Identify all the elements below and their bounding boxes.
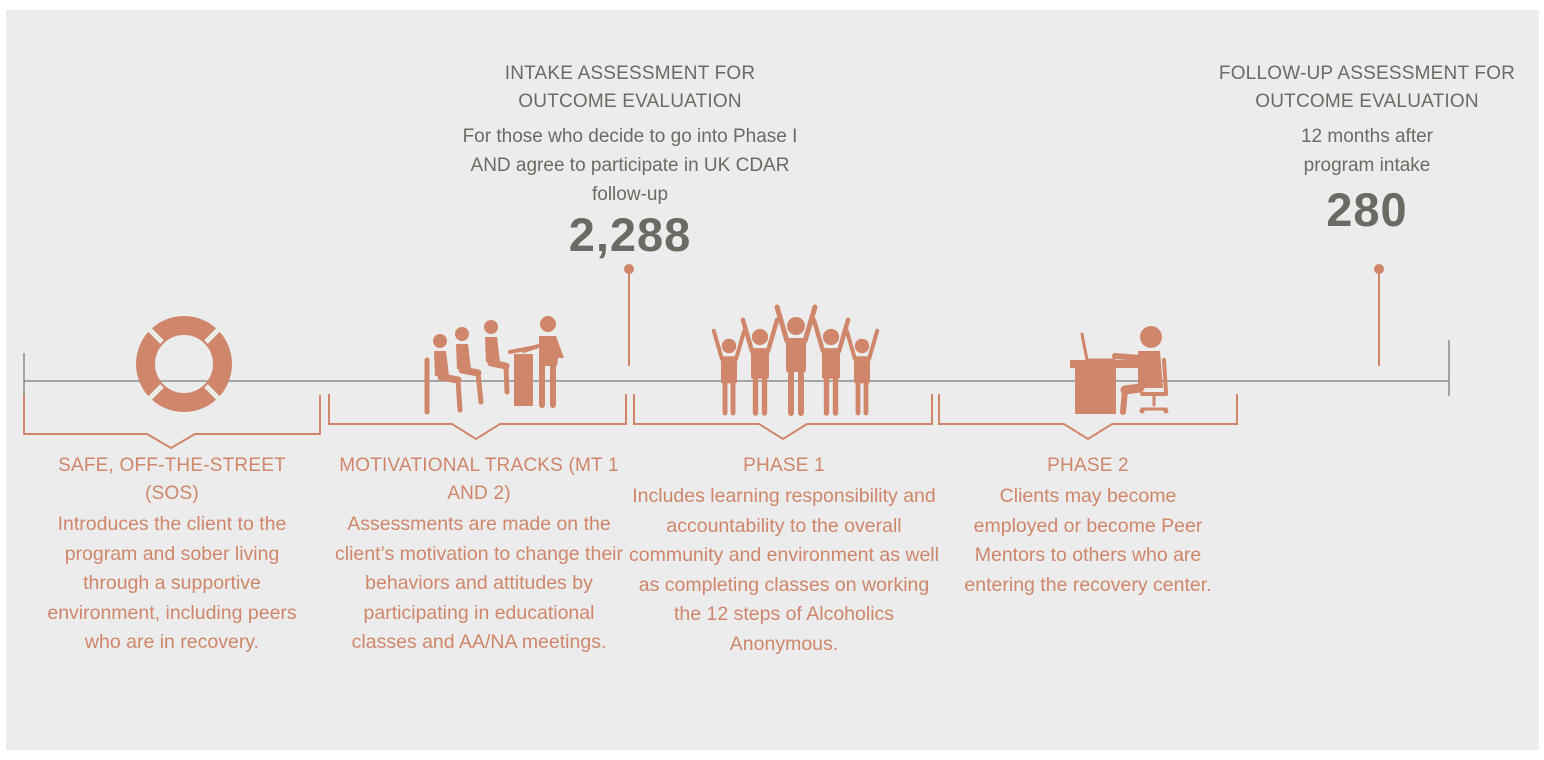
stage-sos-title: SAFE, OFF-THE-STREET (SOS) <box>58 455 286 504</box>
intake-assessment-marker <box>624 264 634 366</box>
stage-phase-1-description: Includes learning responsibility and acc… <box>629 485 939 655</box>
stage-phase-2-description: Clients may become employed or become Pe… <box>964 485 1212 596</box>
stage-motivational-tracks: MOTIVATIONAL TRACKS (MT 1 AND 2) Assessm… <box>335 452 623 658</box>
meeting-group-icon <box>424 316 564 415</box>
intake-assessment-count: 2,288 <box>568 208 692 261</box>
stage-phase-1: PHASE 1 Includes learning responsibility… <box>628 452 940 659</box>
stage-phase-2-title: PHASE 2 <box>1047 455 1129 476</box>
intake-assessment-title: INTAKE ASSESSMENT FOR OUTCOME EVALUATION <box>504 63 756 112</box>
stage-bracket-motivational-tracks <box>328 394 627 441</box>
cheering-people-icon <box>711 304 880 416</box>
diagram-panel <box>6 10 1539 750</box>
follow-up-assessment-marker <box>1374 264 1384 366</box>
life-ring-icon <box>136 316 232 412</box>
stage-phase-2: PHASE 2 Clients may become employed or b… <box>960 452 1216 600</box>
follow-up-assessment-description: 12 months after program intake <box>1300 126 1434 176</box>
stage-sos: SAFE, OFF-THE-STREET (SOS) Introduces th… <box>34 452 310 658</box>
person-at-desk-icon <box>1070 326 1169 415</box>
stage-bracket-phase-1 <box>633 394 933 441</box>
intake-assessment-description: For those who decide to go into Phase I … <box>462 126 798 205</box>
follow-up-assessment-label: FOLLOW-UP ASSESSMENT FOR OUTCOME EVALUAT… <box>1202 60 1532 236</box>
stage-bracket-sos <box>23 395 321 450</box>
stage-sos-description: Introduces the client to the program and… <box>47 513 297 653</box>
intake-assessment-label: INTAKE ASSESSMENT FOR OUTCOME EVALUATION… <box>460 60 800 261</box>
stage-motivational-tracks-title: MOTIVATIONAL TRACKS (MT 1 AND 2) <box>339 455 619 504</box>
follow-up-assessment-count: 280 <box>1326 183 1408 236</box>
stage-bracket-phase-2 <box>938 394 1238 441</box>
stage-phase-1-title: PHASE 1 <box>743 455 825 476</box>
follow-up-assessment-title: FOLLOW-UP ASSESSMENT FOR OUTCOME EVALUAT… <box>1218 63 1516 112</box>
stage-motivational-tracks-description: Assessments are made on the client’s mot… <box>335 513 623 653</box>
